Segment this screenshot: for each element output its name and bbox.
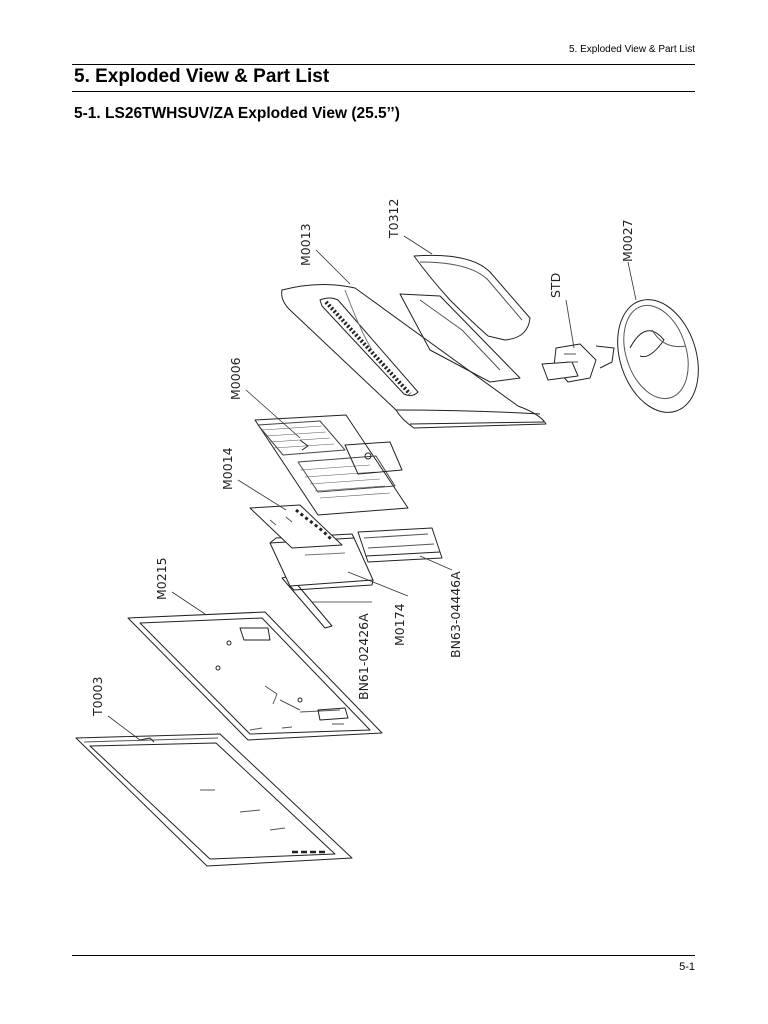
label-t0312: T0312 <box>386 199 401 239</box>
stand-neck-part <box>541 343 615 383</box>
label-bn61: BN61-02426A <box>356 613 371 700</box>
board-m0014-part <box>249 504 343 549</box>
bracket-part <box>357 527 443 563</box>
label-m0013: M0013 <box>298 223 313 266</box>
stand-base-part <box>617 299 699 413</box>
label-m0006: M0006 <box>228 357 243 400</box>
label-std: STD <box>548 273 563 298</box>
part-labels: T0312 M0013 M0027 STD M0006 M0014 M0215 … <box>90 199 635 717</box>
board-m0006-part <box>254 414 409 516</box>
cover-t0312-part <box>413 254 531 341</box>
panel-chassis-part <box>127 611 383 741</box>
label-m0215: M0215 <box>154 557 169 600</box>
section-title: 5-1. LS26TWHSUV/ZA Exploded View (25.5’’… <box>74 105 400 122</box>
label-t0003: T0003 <box>90 677 105 717</box>
label-m0174: M0174 <box>392 603 407 646</box>
front-bezel-part <box>75 733 353 867</box>
rear-cover-part <box>281 283 547 429</box>
label-m0027: M0027 <box>620 219 635 262</box>
leader-lines <box>107 235 637 741</box>
page-title: 5. Exploded View & Part List <box>74 66 330 87</box>
label-m0014: M0014 <box>220 447 235 490</box>
header-rule <box>72 64 695 65</box>
label-bn63: BN63-04446A <box>448 571 463 658</box>
page-number: 5-1 <box>679 961 695 973</box>
running-header: 5. Exploded View & Part List <box>569 44 695 55</box>
footer-rule <box>72 955 695 956</box>
title-rule <box>72 91 695 92</box>
